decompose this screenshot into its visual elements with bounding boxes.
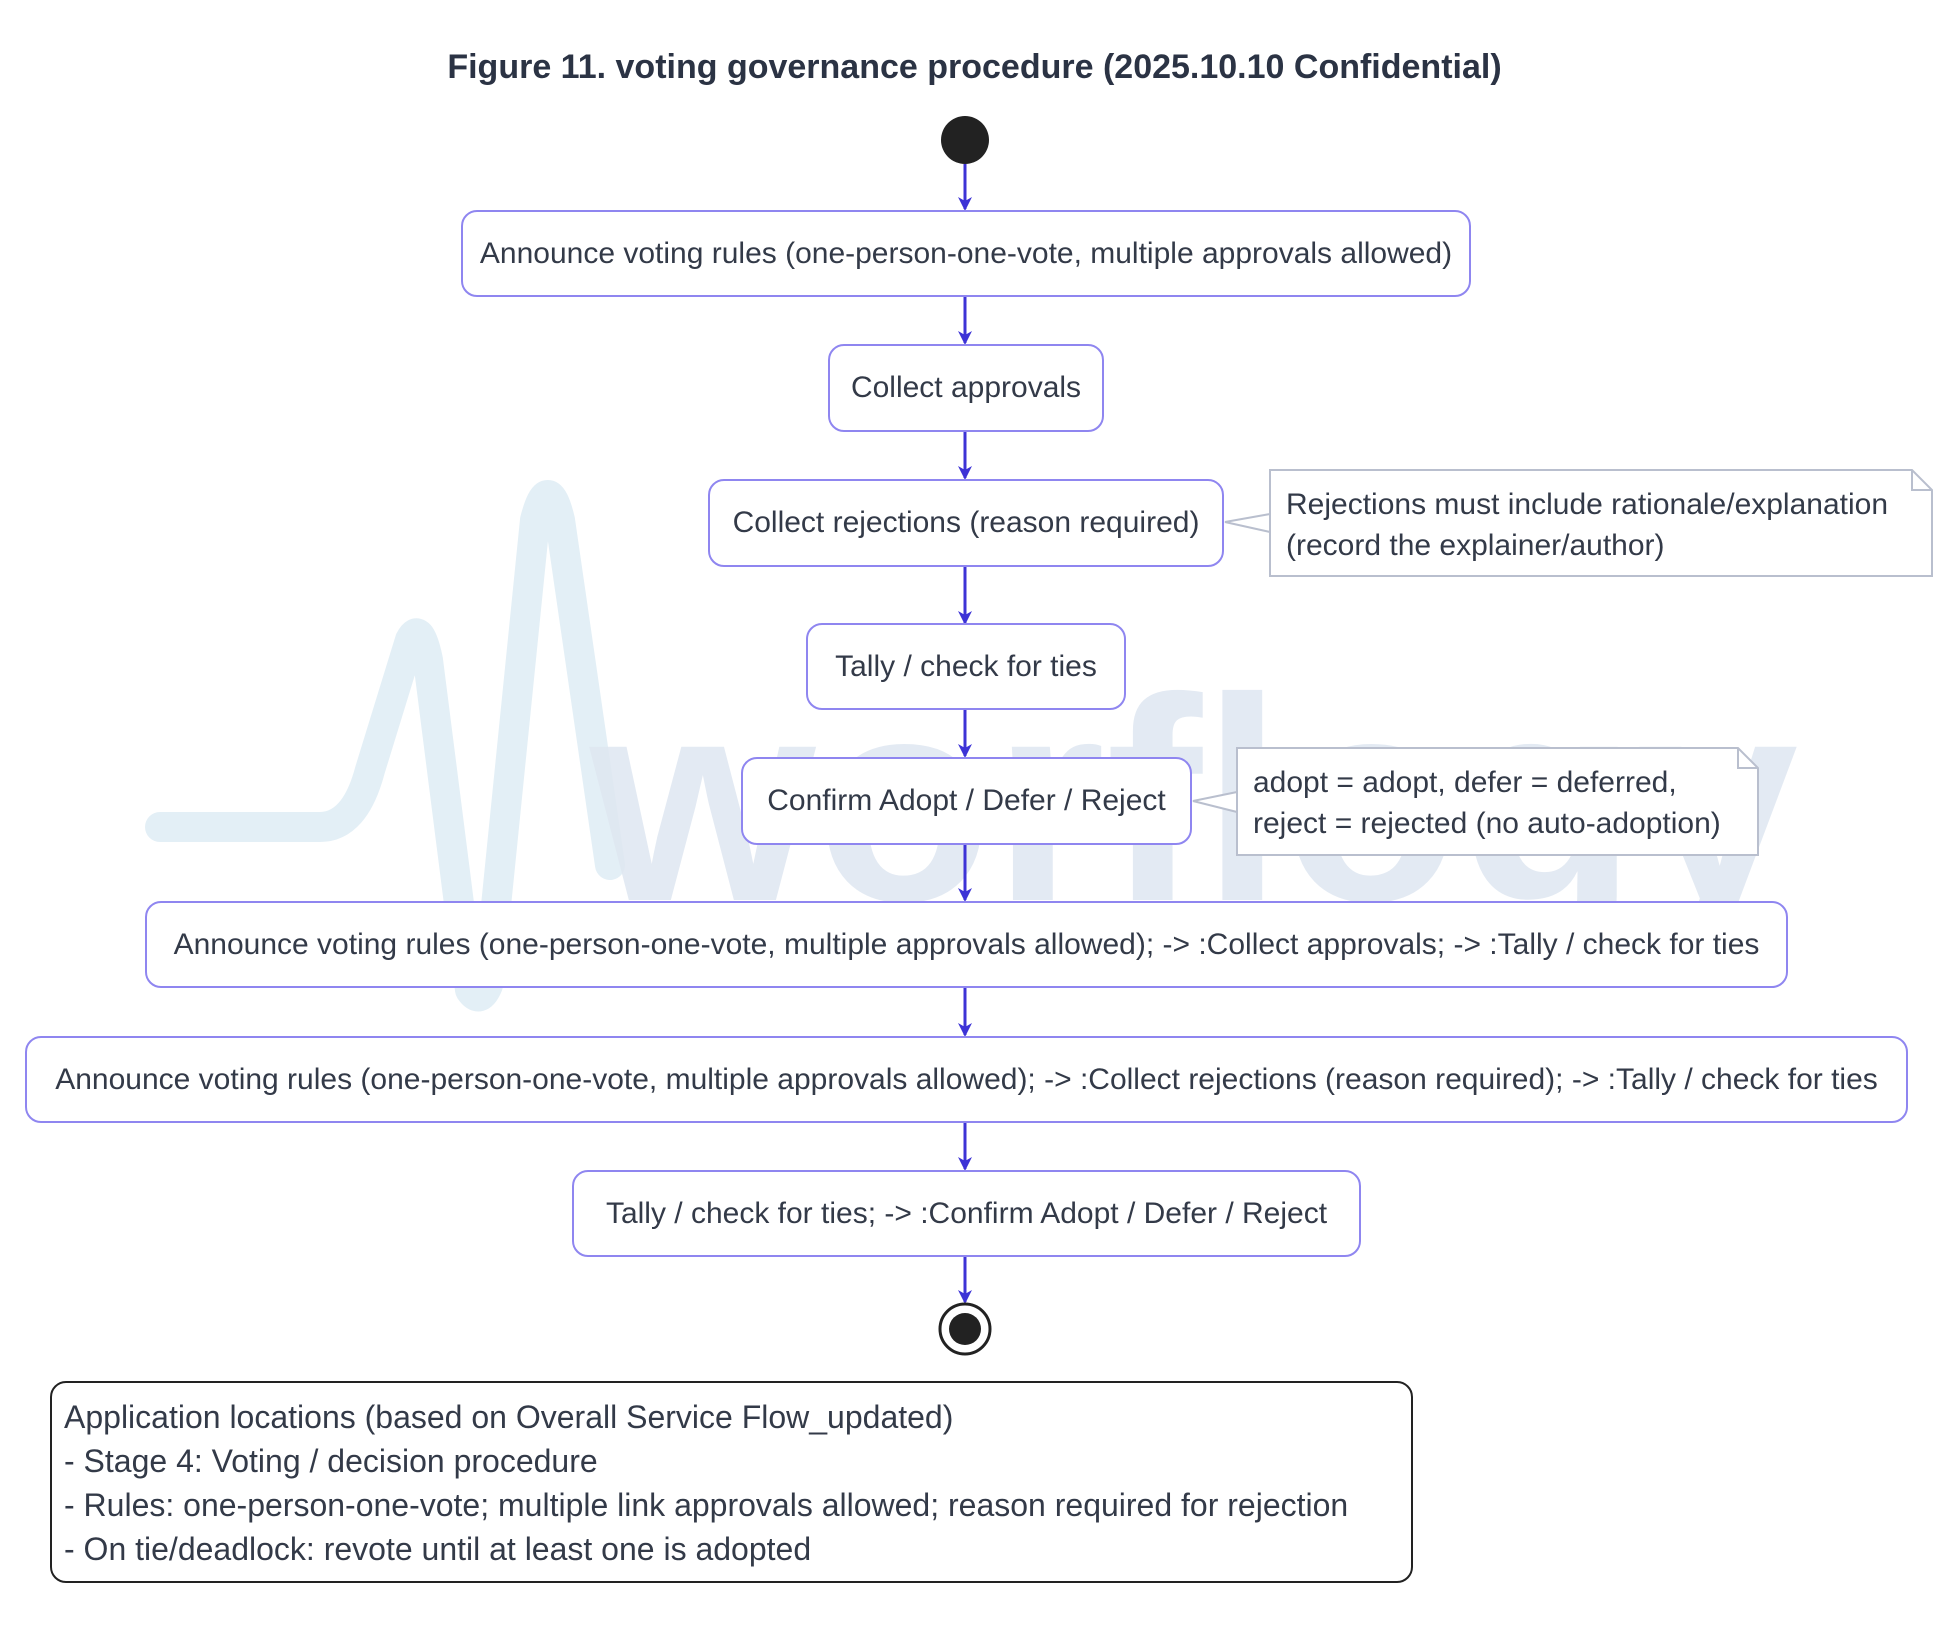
note-outcomes-shape xyxy=(1192,747,1759,856)
note-outcomes: adopt = adopt, defer = deferred, reject … xyxy=(1237,748,1758,855)
note-rejections-shape xyxy=(1224,469,1933,577)
node-announce-rules: Announce voting rules (one-person-one-vo… xyxy=(461,210,1471,297)
application-locations-legend: Application locations (based on Overall … xyxy=(50,1381,1413,1583)
node-confirm-outcome: Confirm Adopt / Defer / Reject xyxy=(741,757,1192,845)
node-collect-approvals: Collect approvals xyxy=(828,344,1104,432)
node-tally: Tally / check for ties xyxy=(806,623,1126,710)
legend-line-2: - Stage 4: Voting / decision procedure xyxy=(64,1443,598,1479)
legend-line-3: - Rules: one-person-one-vote; multiple l… xyxy=(64,1487,1349,1523)
legend-line-1: Application locations (based on Overall … xyxy=(64,1399,954,1435)
note-rejections: Rejections must include rationale/explan… xyxy=(1270,470,1932,576)
node-tally-confirm: Tally / check for ties; -> :Confirm Adop… xyxy=(572,1170,1361,1257)
node-combined-rejections: Announce voting rules (one-person-one-vo… xyxy=(25,1036,1908,1123)
node-collect-rejections: Collect rejections (reason required) xyxy=(708,479,1224,567)
node-combined-approvals: Announce voting rules (one-person-one-vo… xyxy=(145,901,1788,988)
end-node-dot xyxy=(949,1313,981,1345)
note-rejections-line-2: (record the explainer/author) xyxy=(1286,529,1665,562)
note-outcomes-line-2: reject = rejected (no auto-adoption) xyxy=(1253,807,1721,840)
note-rejections-line-1: Rejections must include rationale/explan… xyxy=(1286,488,1889,521)
start-node xyxy=(941,116,989,164)
note-outcomes-line-1: adopt = adopt, defer = deferred, xyxy=(1253,766,1677,799)
legend-line-4: - On tie/deadlock: revote until at least… xyxy=(64,1531,812,1567)
figure-title: Figure 11. voting governance procedure (… xyxy=(447,48,1502,86)
